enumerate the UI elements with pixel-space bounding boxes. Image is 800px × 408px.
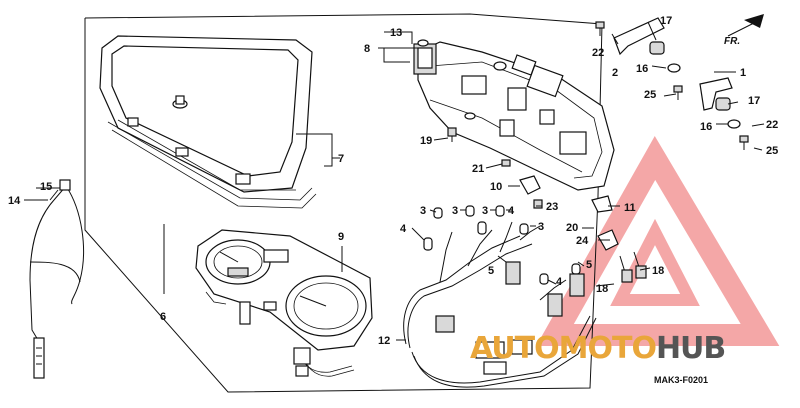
callout-2: 2 bbox=[612, 67, 618, 79]
callout-10: 10 bbox=[490, 181, 502, 193]
callout-20: 20 bbox=[566, 222, 578, 234]
meter-case-part bbox=[99, 35, 317, 209]
callout-19: 19 bbox=[420, 135, 432, 147]
callout-4: 4 bbox=[556, 276, 563, 288]
bolt-parts bbox=[447, 21, 765, 209]
callout-16: 16 bbox=[700, 121, 712, 133]
front-direction-label: FR. bbox=[724, 36, 740, 47]
gauge-assembly-part bbox=[195, 229, 373, 351]
watermark-main: AUTOMOTO bbox=[470, 331, 656, 366]
meter-housing-part bbox=[413, 41, 615, 191]
callout-25: 25 bbox=[644, 89, 656, 101]
callout-23: 23 bbox=[546, 201, 558, 213]
callout-22: 22 bbox=[766, 119, 778, 131]
callout-18: 18 bbox=[652, 265, 664, 277]
speedometer-cable-part bbox=[29, 179, 85, 379]
callout-11: 11 bbox=[624, 202, 636, 214]
collar-part bbox=[667, 63, 741, 129]
callout-6: 6 bbox=[160, 311, 166, 323]
callout-1: 1 bbox=[740, 67, 746, 79]
callout-7: 7 bbox=[338, 153, 344, 165]
callout-5: 5 bbox=[488, 265, 494, 277]
callout-13: 13 bbox=[390, 27, 402, 39]
front-direction-arrow-icon bbox=[727, 14, 764, 37]
callout-17: 17 bbox=[660, 15, 672, 27]
wire-harness-part bbox=[403, 221, 597, 388]
callout-22: 22 bbox=[592, 47, 604, 59]
grommet-part bbox=[417, 39, 429, 47]
leader-lines bbox=[24, 21, 763, 341]
callout-3: 3 bbox=[420, 205, 426, 217]
callout-5: 5 bbox=[586, 259, 592, 271]
callout-24: 24 bbox=[576, 235, 589, 247]
watermark-accent: HUB bbox=[656, 331, 725, 366]
callout-4: 4 bbox=[400, 223, 407, 235]
callout-17: 17 bbox=[748, 95, 760, 107]
callout-4: 4 bbox=[508, 205, 515, 217]
watermark-text: AUTOMOTOHUB bbox=[470, 331, 725, 366]
callout-16: 16 bbox=[636, 63, 648, 75]
callout-3: 3 bbox=[538, 221, 544, 233]
callout-25: 25 bbox=[766, 145, 778, 157]
callout-18: 18 bbox=[596, 283, 608, 295]
diagram-code: MAK3-F0201 bbox=[654, 375, 708, 385]
rubber-mount-part bbox=[649, 41, 731, 111]
callout-9: 9 bbox=[338, 231, 344, 243]
bracket-right-part bbox=[613, 17, 733, 111]
terminal-parts bbox=[619, 251, 647, 283]
callout-14: 14 bbox=[8, 195, 21, 207]
callout-21: 21 bbox=[472, 163, 484, 175]
callout-15: 15 bbox=[40, 181, 52, 193]
callout-3: 3 bbox=[452, 205, 458, 217]
callout-3: 3 bbox=[482, 205, 488, 217]
callout-8: 8 bbox=[364, 43, 370, 55]
gauge-harness-part bbox=[293, 347, 355, 377]
assembly-outline bbox=[84, 13, 603, 393]
callout-12: 12 bbox=[378, 335, 390, 347]
clamp-parts bbox=[519, 175, 619, 251]
